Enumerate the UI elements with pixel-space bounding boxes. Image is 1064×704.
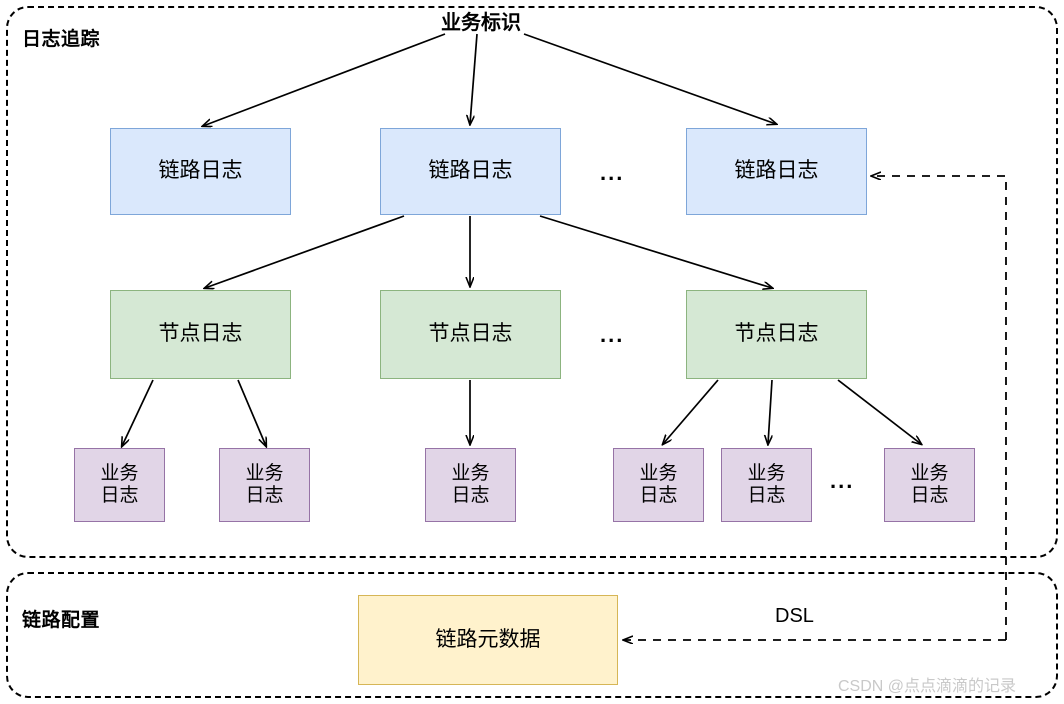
group-link-configuration xyxy=(6,572,1058,698)
business-identifier-label: 业务标识 xyxy=(441,12,521,34)
ellipsis-node-log-row: ... xyxy=(600,322,625,347)
group-log-tracing xyxy=(6,6,1058,558)
ellipsis-business-log-row: ... xyxy=(830,468,855,493)
node-log-box-1[interactable]: 节点日志 xyxy=(110,290,291,379)
ellipsis-link-log-row: ... xyxy=(600,160,625,185)
link-log-box-2[interactable]: 链路日志 xyxy=(380,128,561,215)
business-log-box-1[interactable]: 业务 日志 xyxy=(74,448,165,522)
node-log-box-2[interactable]: 节点日志 xyxy=(380,290,561,379)
link-log-box-3[interactable]: 链路日志 xyxy=(686,128,867,215)
business-log-box-3[interactable]: 业务 日志 xyxy=(425,448,516,522)
business-log-box-6[interactable]: 业务 日志 xyxy=(884,448,975,522)
watermark: CSDN @点点滴滴的记录 xyxy=(838,678,1017,695)
dsl-edge-label: DSL xyxy=(775,605,814,627)
node-log-box-3[interactable]: 节点日志 xyxy=(686,290,867,379)
group-log-tracing-title: 日志追踪 xyxy=(22,29,101,50)
business-log-box-2[interactable]: 业务 日志 xyxy=(219,448,310,522)
group-link-configuration-title: 链路配置 xyxy=(22,610,101,631)
business-log-box-5[interactable]: 业务 日志 xyxy=(721,448,812,522)
link-log-box-1[interactable]: 链路日志 xyxy=(110,128,291,215)
business-log-box-4[interactable]: 业务 日志 xyxy=(613,448,704,522)
link-metadata-box[interactable]: 链路元数据 xyxy=(358,595,618,685)
